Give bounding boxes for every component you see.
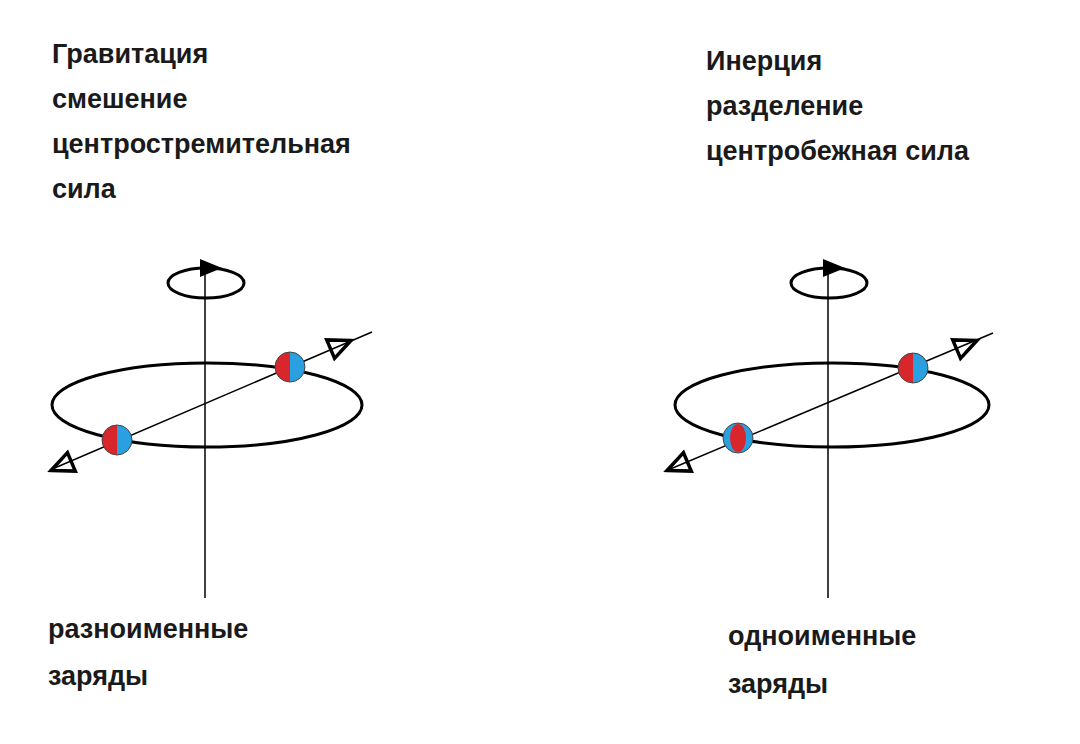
panel-label: центробежная сила [706, 135, 969, 167]
panel-label: разноименные [48, 613, 248, 645]
panel-label: разделение [706, 90, 863, 122]
panel-label: центростремительная [52, 128, 351, 160]
panel-label: смешение [52, 83, 187, 115]
panel-label: Инерция [706, 45, 822, 77]
panel-label: заряды [728, 668, 828, 700]
panel-label: сила [52, 173, 116, 205]
panel-label: заряды [48, 660, 148, 692]
panel-label: одноименные [728, 620, 916, 652]
panel-label: Гравитация [52, 38, 208, 70]
